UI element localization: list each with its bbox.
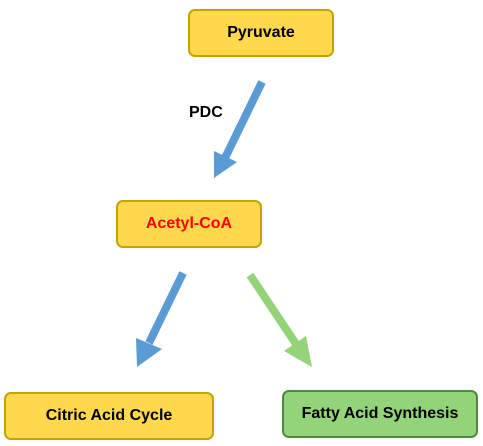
arrow-shaft	[221, 80, 266, 160]
arrow-pyruvate-to-acetyl-coa	[214, 80, 266, 178]
fatty-acid-synthesis-label: Fatty Acid Synthesis	[301, 405, 459, 422]
pyruvate-label: Pyruvate	[227, 24, 295, 41]
arrow-head	[284, 336, 312, 367]
citric-acid-cycle-node: Citric Acid Cycle	[4, 392, 214, 440]
pdc-enzyme-label: PDC	[189, 104, 223, 121]
arrow-acetyl-coa-to-citric-acid-cycle	[136, 271, 187, 367]
acetyl-coa-node: Acetyl-CoA	[116, 200, 262, 248]
acetyl-coa-label: Acetyl-CoA	[145, 215, 233, 232]
arrow-shaft	[145, 271, 187, 345]
arrow-acetyl-coa-to-fatty-acid-synthesis	[246, 272, 312, 367]
arrow-shaft	[246, 272, 300, 347]
fatty-acid-synthesis-node: Fatty Acid Synthesis	[282, 390, 478, 438]
arrow-head	[214, 151, 237, 178]
pyruvate-node: Pyruvate	[188, 9, 334, 57]
citric-acid-cycle-label: Citric Acid Cycle	[45, 407, 173, 424]
arrow-head	[136, 338, 162, 367]
